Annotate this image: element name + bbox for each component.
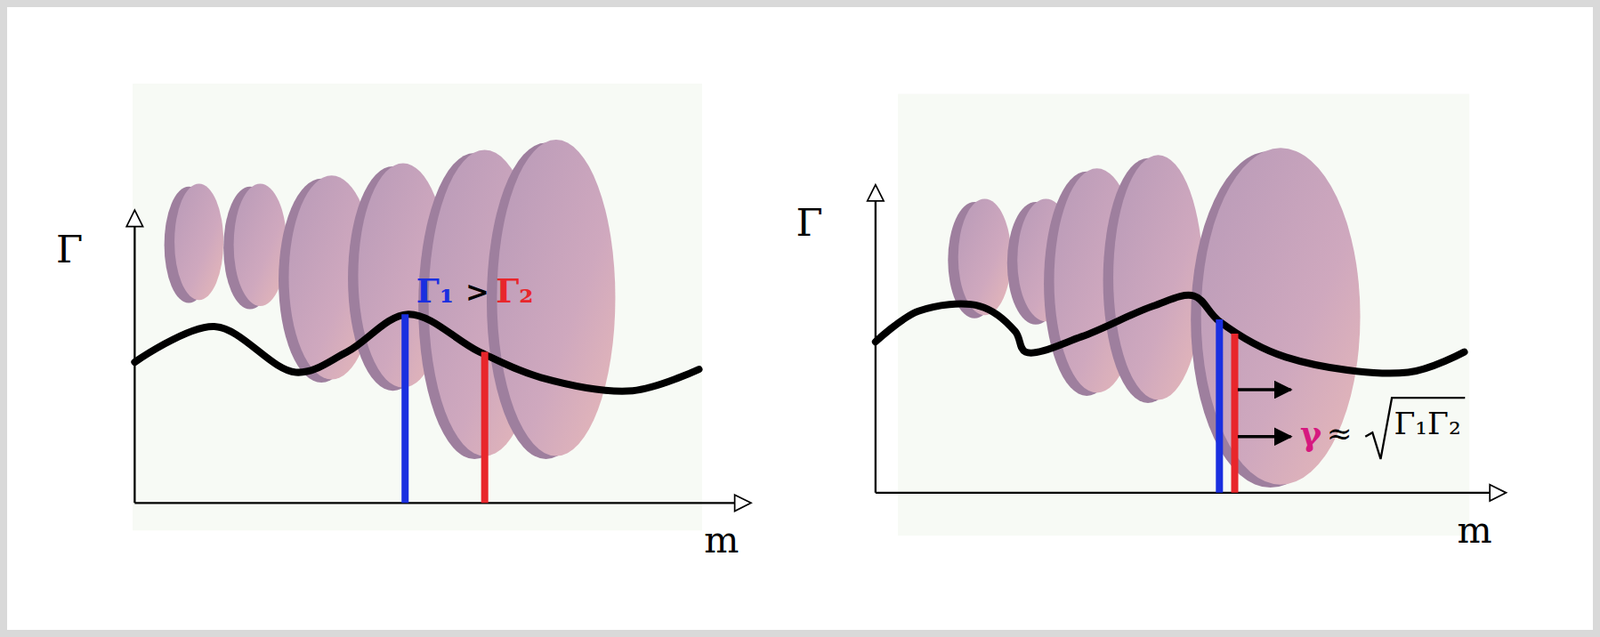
mixing-arrow bbox=[1237, 435, 1292, 438]
formula-text: Γ₁Γ₂ bbox=[1393, 408, 1461, 439]
axis-head bbox=[735, 494, 752, 511]
axis bbox=[875, 492, 1493, 494]
panel-ground bbox=[897, 93, 1470, 536]
axis-head bbox=[867, 185, 884, 202]
axis-label: m bbox=[703, 522, 739, 559]
level-bar bbox=[1230, 333, 1238, 493]
level-bar bbox=[401, 314, 409, 503]
axis-label: m bbox=[1456, 512, 1492, 550]
width-comparison: Γ₂ bbox=[495, 275, 534, 309]
panel-ground bbox=[132, 83, 703, 531]
width-curve bbox=[134, 314, 699, 391]
mixing-arrow bbox=[1237, 387, 1292, 391]
disc bbox=[1113, 154, 1204, 400]
formula-text: γ bbox=[1300, 418, 1322, 452]
axis-head bbox=[126, 210, 143, 227]
disc bbox=[1201, 147, 1361, 485]
width-comparison: Γ₁ bbox=[416, 275, 454, 309]
level-bar bbox=[1215, 319, 1223, 493]
axis bbox=[874, 199, 877, 493]
width-comparison: > bbox=[465, 277, 490, 307]
disc bbox=[958, 199, 1012, 316]
axis-head bbox=[1489, 484, 1506, 502]
axis bbox=[134, 501, 737, 504]
axis-label: Γ bbox=[56, 230, 83, 270]
formula-text: ≈ bbox=[1326, 418, 1353, 449]
axis-label: Γ bbox=[795, 203, 823, 243]
radical-sign bbox=[1365, 397, 1465, 460]
width-curve bbox=[875, 295, 1465, 374]
disc bbox=[174, 183, 224, 300]
level-bar bbox=[481, 352, 489, 504]
